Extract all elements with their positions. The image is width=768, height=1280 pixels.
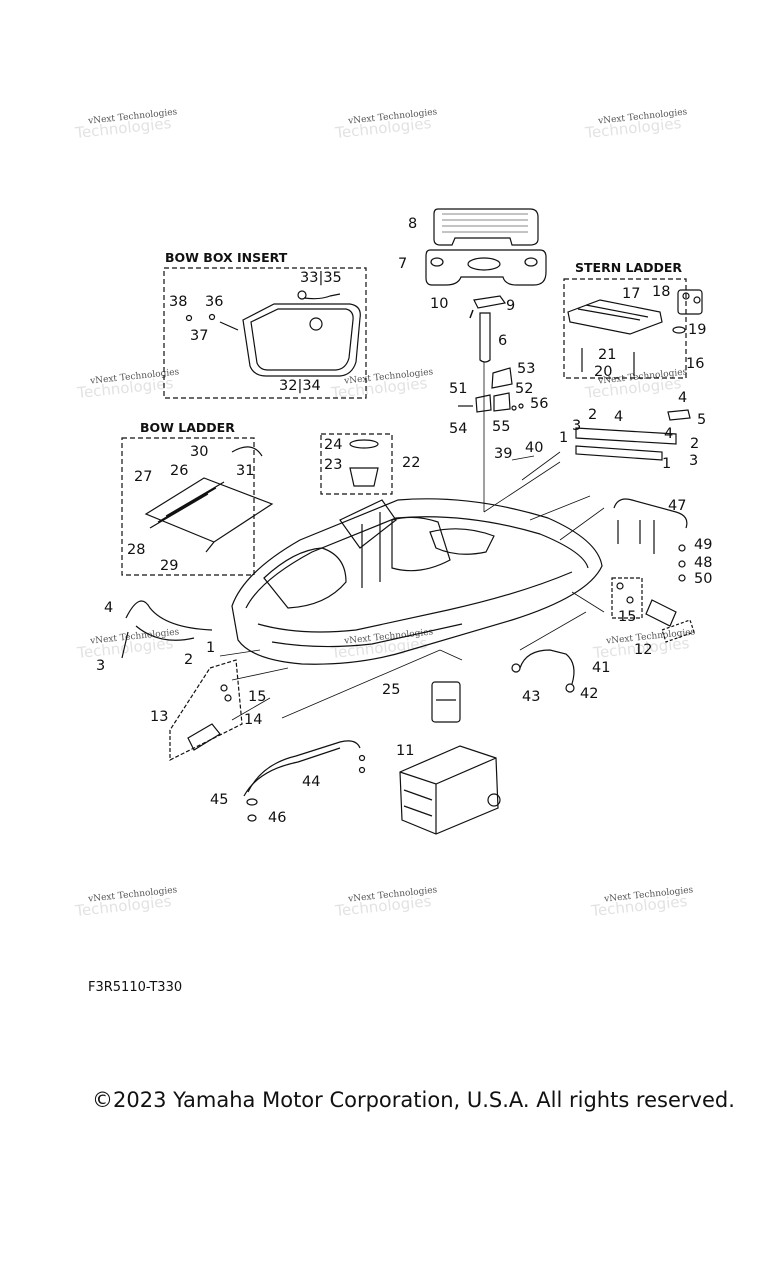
callout: 31 [236,463,254,479]
diagram-code: F3R5110-T330 [88,980,183,995]
deck-mat-part [433,208,539,246]
seat-base-part [473,295,507,309]
callout: 4 [104,600,113,616]
callout: 10 [430,296,448,312]
callout: 12 [634,642,652,658]
callout: 25 [382,682,400,698]
callout: 48 [694,555,712,571]
callout: 15 [618,609,636,625]
callout: 56 [530,396,548,412]
callout: 26 [170,463,188,479]
callout: 55 [492,419,510,435]
callout: 17 [622,286,640,302]
drain-plug-part [431,681,461,723]
seat-post-part [479,312,491,363]
callout: 27 [134,469,152,485]
handle-part [519,649,575,685]
hull-part [231,498,603,665]
callout: 2 [588,407,597,423]
callout: 40 [525,440,543,456]
callout: 36 [205,294,223,310]
callout: 3 [572,418,581,434]
callout: 20 [594,364,612,380]
callout: 30 [190,444,208,460]
stern-ladder-part [567,299,663,335]
callout: 19 [688,322,706,338]
section-title-bow-box-insert: BOW BOX INSERT [165,250,288,265]
callout: 51 [449,381,467,397]
bow-box-insert-box [163,267,367,399]
bow-ladder-box [121,437,255,576]
callout: 5 [697,412,706,428]
callout: 3 [96,658,105,674]
bow-box-insert-part [242,303,361,377]
callout: 11 [396,743,414,759]
callout: 32|34 [279,378,321,394]
callout: 44 [302,774,320,790]
tow-bar-part [247,740,361,793]
callout: 1 [206,640,215,656]
stern-ladder-box [563,278,687,379]
callout: 21 [598,347,616,363]
callout: 4 [664,426,673,442]
callout: 14 [244,712,262,728]
deck-lid-part [425,249,547,286]
callout: 8 [408,216,417,232]
callout: 1 [662,456,671,472]
callout: 16 [686,356,704,372]
callout: 2 [184,652,193,668]
callout: 13 [150,709,168,725]
cooler-part [399,745,499,835]
callout: 6 [498,333,507,349]
callout: 41 [592,660,610,676]
callout: 3 [689,453,698,469]
callout: 42 [580,686,598,702]
cleat-part [645,599,677,627]
bracket-part [491,367,513,389]
callout: 33|35 [300,270,342,286]
callout: 39 [494,446,512,462]
callout: 22 [402,455,420,471]
callout: 43 [522,689,540,705]
callout: 47 [668,498,686,514]
section-title-stern-ladder: STERN LADDER [575,260,682,275]
callout: 50 [694,571,712,587]
callout: 2 [690,436,699,452]
callout: 29 [160,558,178,574]
callout: 37 [190,328,208,344]
callout: 52 [515,381,533,397]
callout: 18 [652,284,670,300]
callout: 24 [324,437,342,453]
callout: 46 [268,810,286,826]
callout: 49 [694,537,712,553]
section-title-bow-ladder: BOW LADDER [140,420,235,435]
callout: 38 [169,294,187,310]
callout: 4 [614,409,623,425]
callout: 54 [449,421,467,437]
callout: 28 [127,542,145,558]
stern-rail-part [575,427,677,445]
copyright-notice: ©2023 Yamaha Motor Corporation, U.S.A. A… [92,1088,735,1112]
callout: 4 [678,390,687,406]
callout: 45 [210,792,228,808]
callout: 9 [506,298,515,314]
bow-rail-part [125,600,213,631]
callout: 7 [398,256,407,272]
callout: 23 [324,457,342,473]
callout: 15 [248,689,266,705]
callout: 1 [559,430,568,446]
callout: 53 [517,361,535,377]
bow-ladder-part [144,477,274,543]
grab-handle-part [613,498,688,529]
cup-holder-box [320,433,393,495]
